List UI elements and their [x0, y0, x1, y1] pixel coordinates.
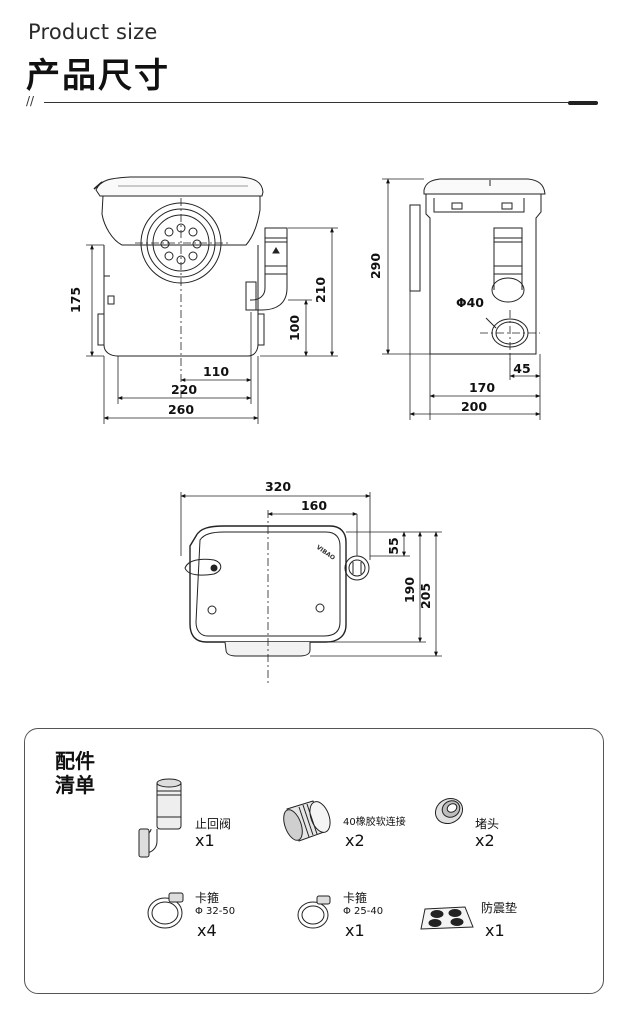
dim-100: 100 — [287, 315, 302, 341]
check-valve-icon — [138, 778, 182, 858]
dim-320: 320 — [265, 479, 291, 494]
accessory-name-2: 40橡胶软连接 — [343, 817, 406, 828]
hose-clamp-icon — [147, 892, 184, 929]
anti-vibration-pad-icon — [420, 906, 474, 930]
accessory-qty-3: x2 — [475, 831, 495, 850]
dim-205: 205 — [418, 583, 433, 609]
header-divider — [44, 102, 598, 103]
accessory-name-4: 卡箍 — [195, 891, 220, 905]
accessory-qty-2: x2 — [345, 831, 365, 850]
dim-160: 160 — [301, 498, 327, 513]
accessory-name-1: 止回阀 — [195, 817, 232, 831]
accessory-name-5: 卡箍 — [343, 891, 368, 905]
dim-45: 45 — [513, 361, 530, 376]
dim-175: 175 — [68, 287, 83, 313]
top-view-dimension-lines — [180, 492, 442, 657]
dim-diameter-40: Φ40 — [456, 295, 484, 310]
accessory-spec-4: Φ 32-50 — [195, 906, 236, 917]
dim-110: 110 — [203, 364, 229, 379]
dim-190: 190 — [402, 577, 417, 603]
plug-icon — [434, 797, 464, 825]
technical-drawing: 175 100 210 110 220 260 290 — [68, 176, 546, 684]
front-view-dimension-lines — [86, 227, 338, 424]
accessory-list-title-text: 配件 清单 — [55, 749, 95, 797]
title-english: Product size — [28, 20, 158, 44]
accessory-name-3: 堵头 — [475, 817, 500, 831]
title-chinese: 产品尺寸 — [26, 56, 170, 96]
side-view-dimension-lines — [382, 178, 541, 420]
accessory-spec-5: Φ 25-40 — [343, 906, 384, 917]
front-view — [93, 176, 288, 398]
dim-170: 170 — [469, 380, 495, 395]
dim-260: 260 — [168, 402, 194, 417]
dim-220: 220 — [171, 382, 197, 397]
accessory-qty-5: x1 — [345, 921, 365, 940]
header-divider-accent — [568, 101, 598, 105]
dim-55: 55 — [386, 537, 401, 554]
top-view — [184, 510, 370, 684]
rubber-connector-icon — [283, 800, 331, 842]
brand-mark: VIBAO — [315, 544, 336, 562]
section-mark: // — [26, 94, 35, 108]
accessory-list-card: 配件 清单 止回阀 x1 40橡胶软连接 x2 堵头 — [24, 728, 604, 994]
accessory-qty-6: x1 — [485, 921, 505, 940]
dim-200: 200 — [461, 399, 487, 414]
accessory-name-6: 防震垫 — [481, 901, 518, 915]
dim-290: 290 — [368, 253, 383, 279]
hose-clamp-small-icon — [297, 895, 331, 929]
accessory-list-title: 配件 清单 — [55, 749, 115, 797]
accessory-qty-1: x1 — [195, 831, 215, 850]
side-view — [409, 178, 546, 360]
accessory-qty-4: x4 — [197, 921, 217, 940]
dim-210: 210 — [313, 277, 328, 303]
